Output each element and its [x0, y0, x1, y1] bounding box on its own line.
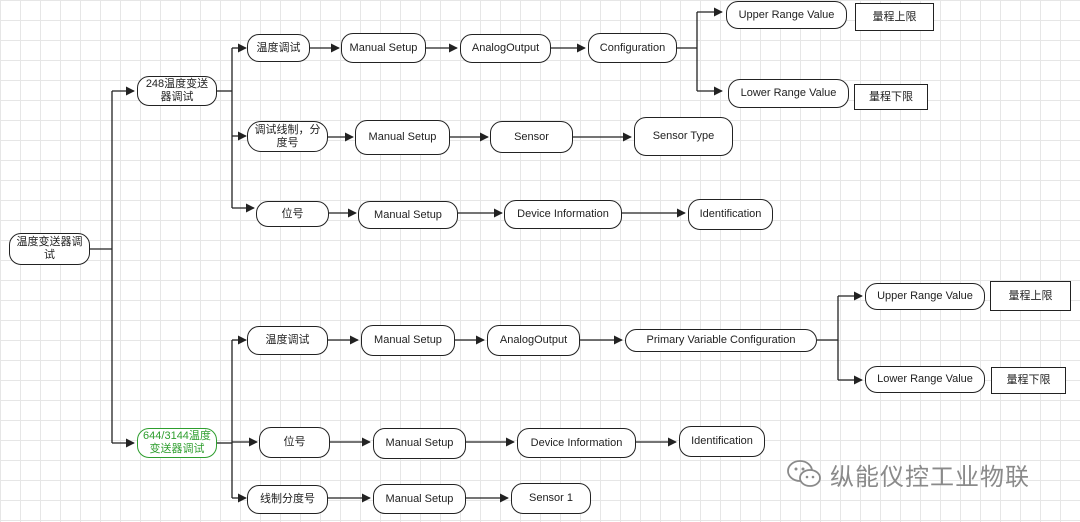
node-manual-setup-1: Manual Setup — [341, 33, 426, 63]
node-root: 温度变送器调试 — [9, 233, 90, 265]
node-manual-setup-6: Manual Setup — [373, 484, 466, 514]
node-analog-output-1: AnalogOutput — [460, 34, 551, 63]
node-tag-1: 位号 — [256, 201, 329, 227]
node-manual-setup-2: Manual Setup — [355, 120, 450, 155]
node-lower-range-value-2: Lower Range Value — [865, 366, 985, 393]
watermark-text: 纵能仪控工业物联 — [830, 462, 1030, 491]
node-temp-debug-1: 温度调试 — [247, 34, 310, 62]
node-analog-output-2: AnalogOutput — [487, 325, 580, 356]
node-device-information-2: Device Information — [517, 428, 636, 458]
node-range-upper-2: 量程上限 — [990, 281, 1071, 311]
node-device-information-1: Device Information — [504, 200, 622, 229]
node-temp-debug-2: 温度调试 — [247, 326, 328, 355]
node-wiring-sensor-type: 线制分度号 — [247, 485, 328, 514]
node-range-upper-1: 量程上限 — [855, 3, 934, 31]
node-range-lower-2: 量程下限 — [991, 367, 1066, 394]
node-wiring-sensor-type-debug: 调试线制，分度号 — [247, 121, 328, 152]
node-upper-range-value-2: Upper Range Value — [865, 283, 985, 310]
wechat-icon — [787, 460, 821, 487]
node-248-transmitter: 248温度变送器调试 — [137, 76, 217, 106]
node-tag-2: 位号 — [259, 427, 330, 458]
node-lower-range-value-1: Lower Range Value — [728, 79, 849, 108]
node-manual-setup-4: Manual Setup — [361, 325, 455, 356]
node-644-3144-transmitter: 644/3144温度变送器调试 — [137, 428, 217, 458]
node-identification-1: Identification — [688, 199, 773, 230]
node-upper-range-value-1: Upper Range Value — [726, 1, 847, 29]
node-manual-setup-3: Manual Setup — [358, 201, 458, 229]
node-sensor: Sensor — [490, 121, 573, 153]
node-sensor-1: Sensor 1 — [511, 483, 591, 514]
node-manual-setup-5: Manual Setup — [373, 428, 466, 459]
node-identification-2: Identification — [679, 426, 765, 457]
node-primary-variable-configuration: Primary Variable Configuration — [625, 329, 817, 352]
node-sensor-type: Sensor Type — [634, 117, 733, 156]
node-range-lower-1: 量程下限 — [854, 84, 928, 110]
node-configuration: Configuration — [588, 33, 677, 63]
watermark: 纵能仪控工业物联 — [786, 456, 1030, 492]
